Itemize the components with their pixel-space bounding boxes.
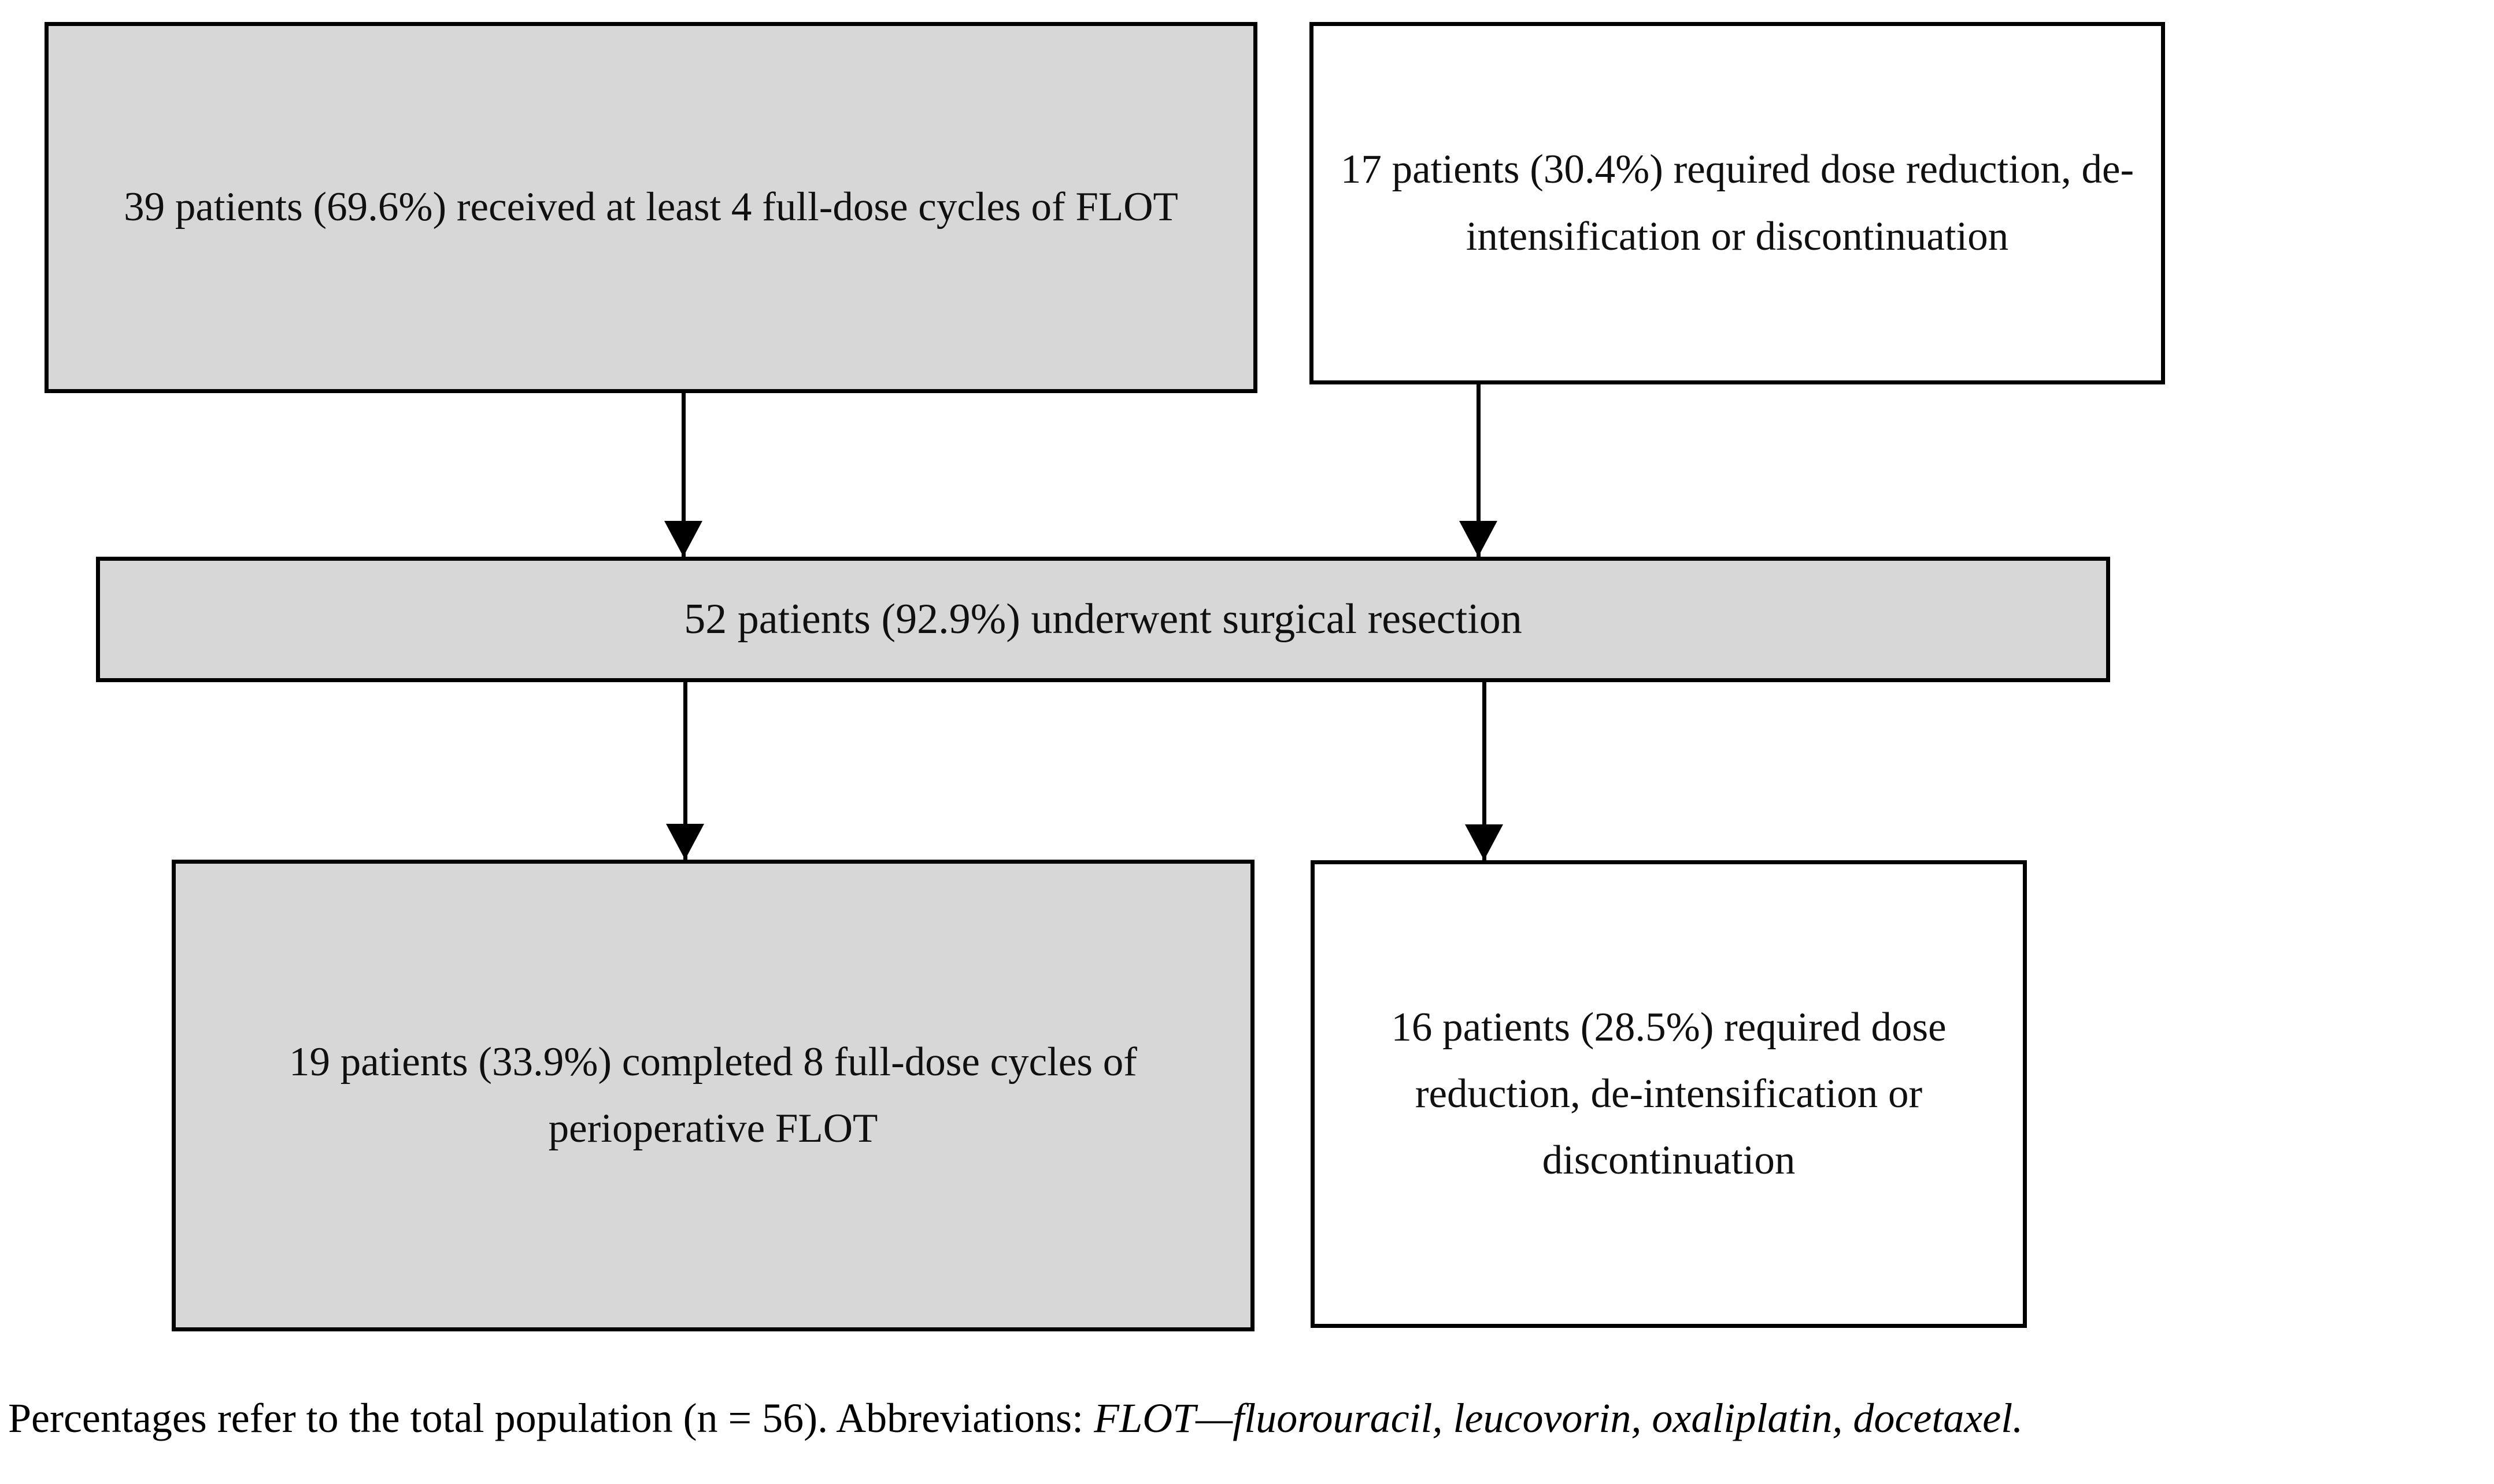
arrowhead-down-icon [1459, 521, 1497, 557]
arrowhead-down-icon [1465, 824, 1503, 860]
node-full-dose-cycles-label: 39 patients (69.6%) received at least 4 … [124, 184, 1178, 230]
caption-dash: — [1196, 1395, 1233, 1441]
caption-expansion: fluorouracil, leucovorin, oxaliplatin, d… [1233, 1395, 2023, 1441]
figure-caption: Percentages refer to the total populatio… [8, 1392, 2494, 1444]
node-dose-modification-perioperative: 16 patients (28.5%) required dose reduct… [1311, 860, 2027, 1328]
arrowhead-down-icon [666, 824, 704, 860]
arrow-shaft [1477, 384, 1481, 557]
arrow-shaft [682, 393, 686, 557]
node-dose-modification-neoadjuvant-label: 17 patients (30.4%) required dose reduct… [1340, 147, 2134, 259]
node-full-dose-cycles: 39 patients (69.6%) received at least 4 … [45, 22, 1257, 393]
arrow-shaft [683, 682, 687, 860]
node-dose-modification-neoadjuvant: 17 patients (30.4%) required dose reduct… [1309, 22, 2165, 384]
caption-text-part1: Percentages refer to the total populatio… [8, 1395, 1094, 1441]
node-surgical-resection-label: 52 patients (92.9%) underwent surgical r… [684, 595, 1522, 643]
arrowhead-down-icon [664, 521, 702, 557]
node-completed-8-cycles-label: 19 patients (33.9%) completed 8 full-dos… [289, 1039, 1137, 1151]
caption-abbreviation: FLOT [1094, 1395, 1196, 1441]
node-dose-modification-perioperative-label: 16 patients (28.5%) required dose reduct… [1391, 1004, 1947, 1183]
node-surgical-resection: 52 patients (92.9%) underwent surgical r… [96, 557, 2110, 682]
arrow-shaft [1482, 682, 1486, 860]
node-completed-8-cycles: 19 patients (33.9%) completed 8 full-dos… [172, 860, 1255, 1331]
